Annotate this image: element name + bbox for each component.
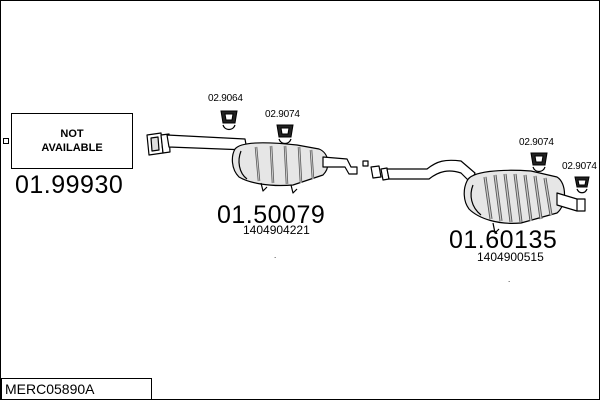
clamp-label-2[interactable]: 02.9074 xyxy=(265,109,300,120)
part-number-centre-silencer[interactable]: 01.50079 xyxy=(217,201,326,229)
clamp-icon-4 xyxy=(574,176,590,194)
front-pipe-connector-icon xyxy=(3,138,9,144)
diagram-reference: MERC05890A xyxy=(1,378,152,400)
clamp-label-1[interactable]: 02.9064 xyxy=(208,93,243,104)
not-available-box: NOT AVAILABLE xyxy=(11,113,133,169)
clamp-icon-3 xyxy=(530,152,548,173)
not-available-line-1: NOT xyxy=(60,128,84,140)
clamp-icon-2 xyxy=(276,124,294,145)
centre-silencer-icon xyxy=(146,132,369,194)
clamp-label-4[interactable]: 02.9074 xyxy=(562,161,597,172)
not-available-line-2: AVAILABLE xyxy=(41,142,103,154)
part-number-rear-silencer[interactable]: 01.60135 xyxy=(449,226,558,254)
clamp-label-3[interactable]: 02.9074 xyxy=(519,137,554,148)
part-number-front-pipe[interactable]: 01.99930 xyxy=(15,171,124,199)
rear-silencer-icon xyxy=(370,159,586,234)
oe-number-centre-silencer: 1404904221 xyxy=(243,223,310,237)
oe-number-rear-silencer: 1404900515 xyxy=(477,250,544,264)
marker-dot-2: . xyxy=(508,275,511,284)
marker-dot-1: . xyxy=(274,251,277,260)
clamp-icon-1 xyxy=(220,110,238,131)
